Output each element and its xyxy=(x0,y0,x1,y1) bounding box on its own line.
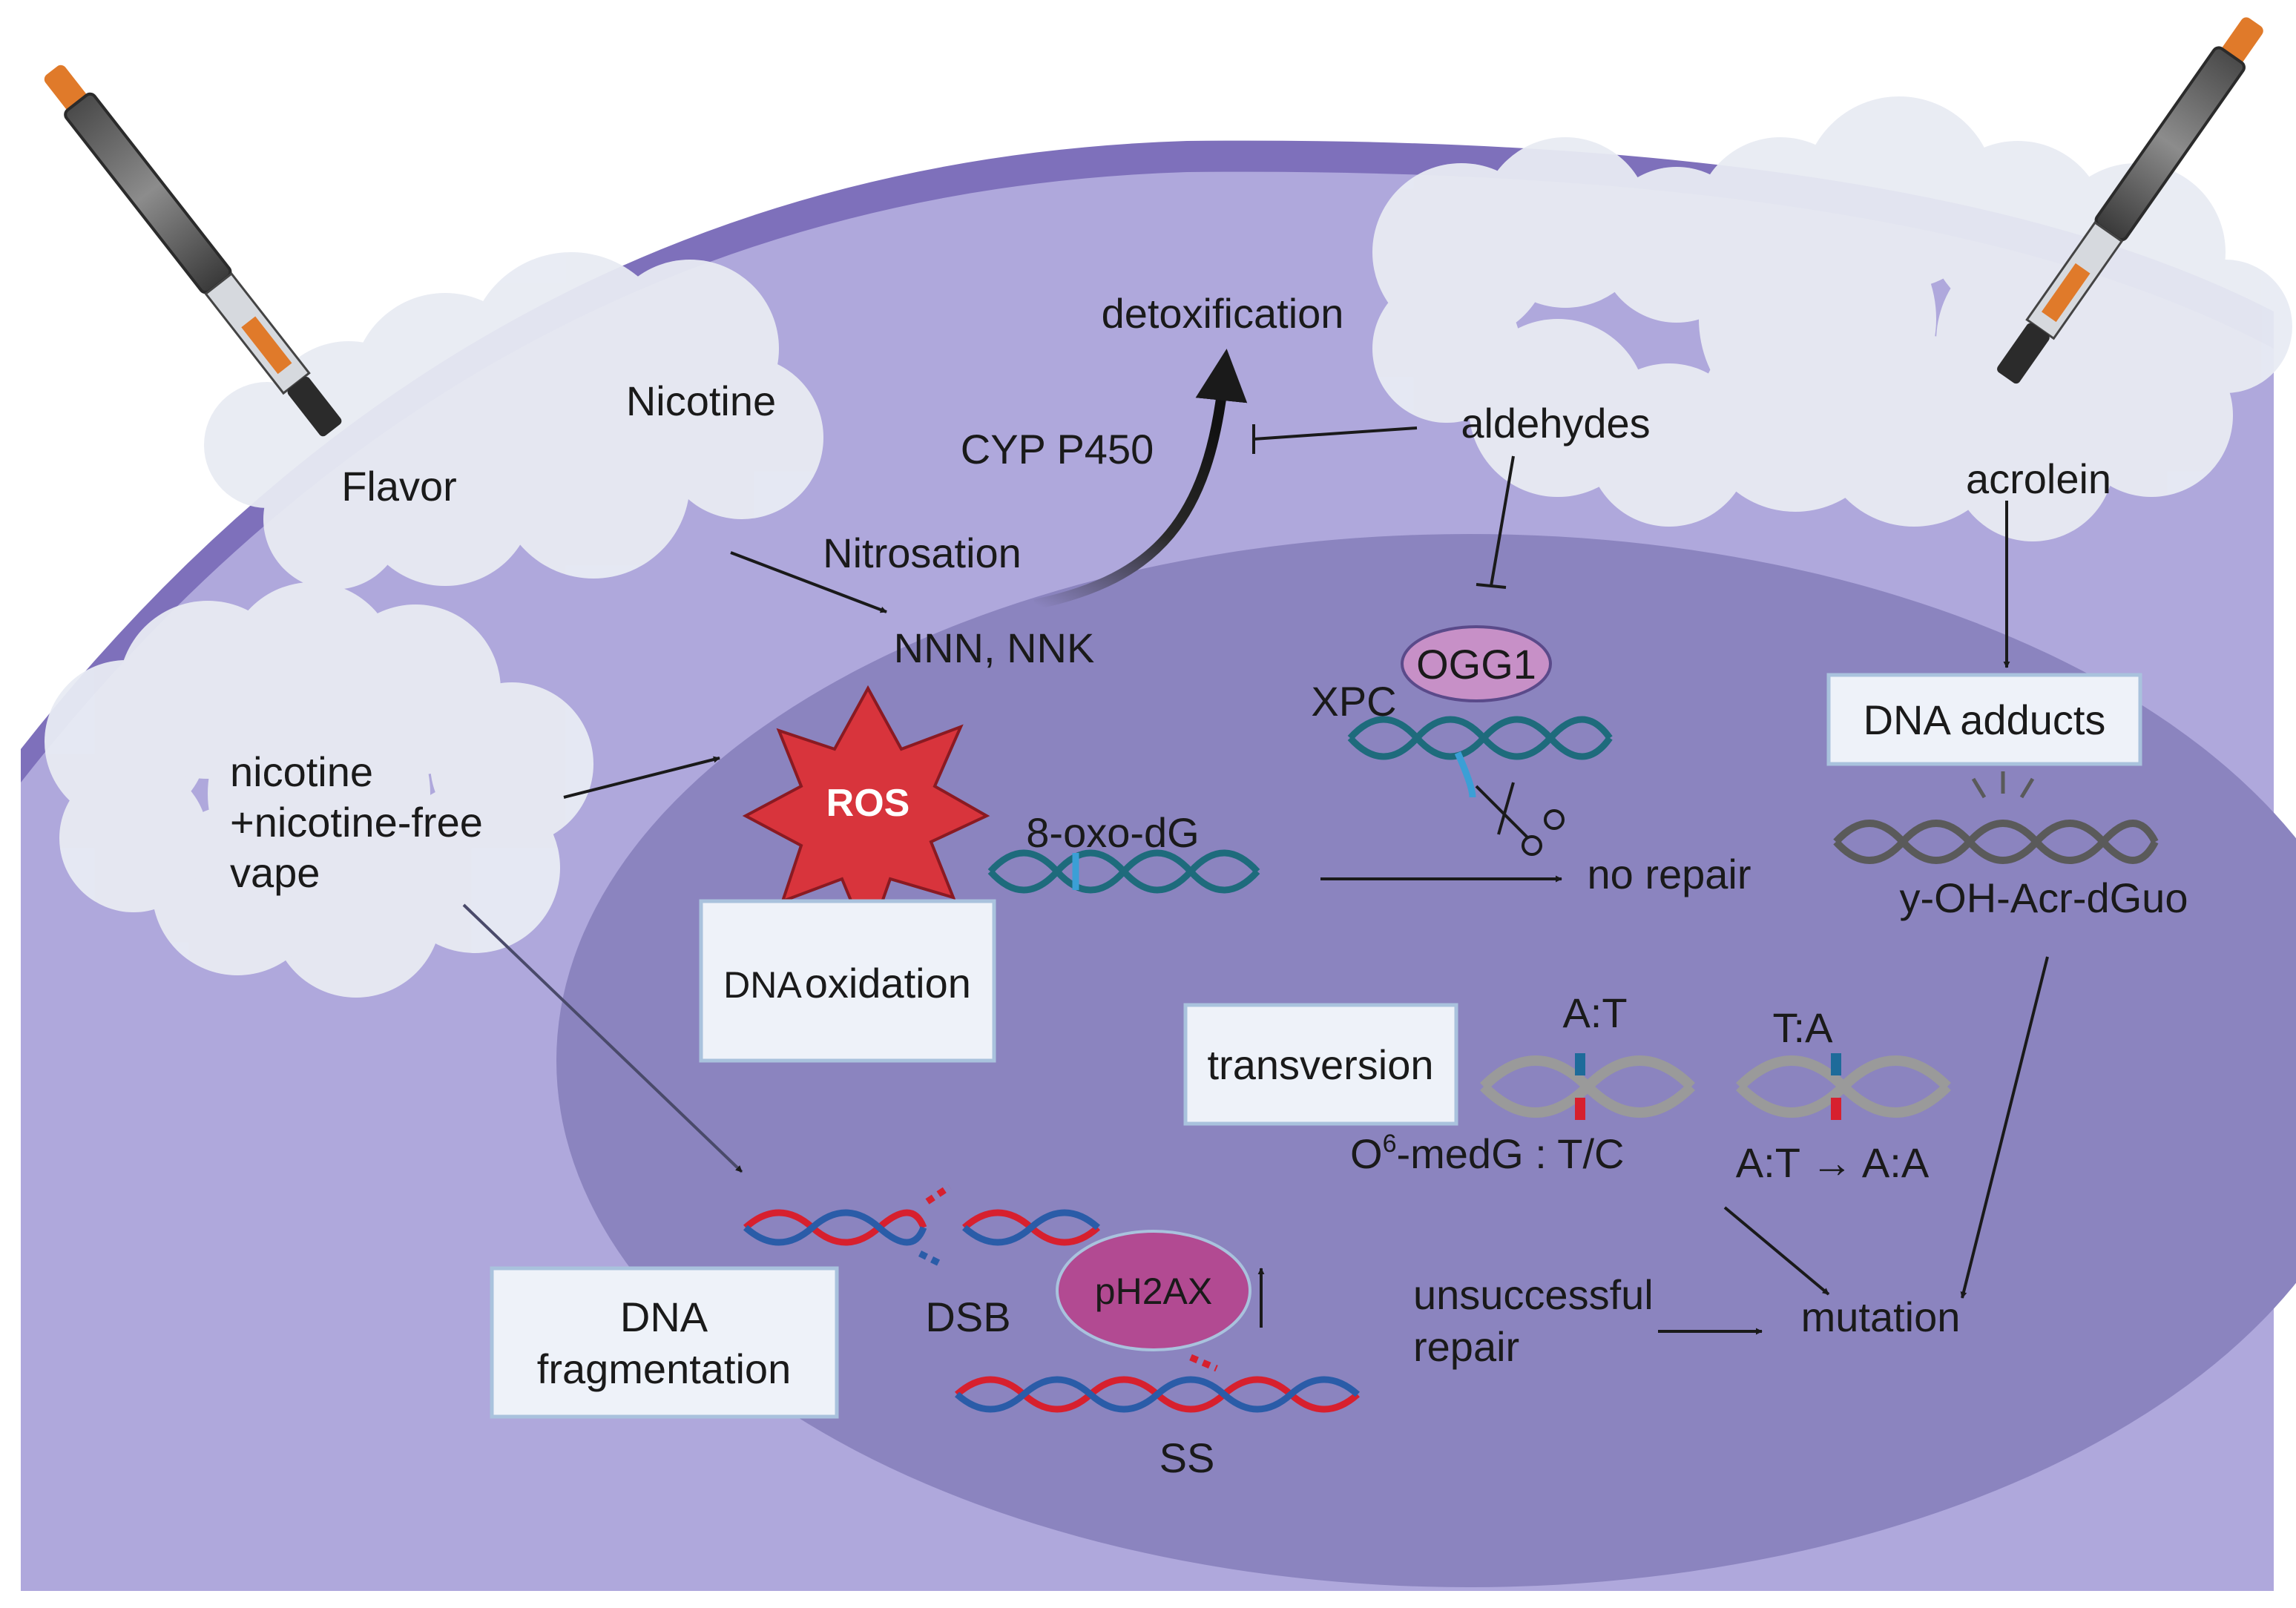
arrow-vape-fragmentation xyxy=(462,903,743,1173)
dna-adducts-box xyxy=(1826,673,2142,766)
label-o6-sup: 6 xyxy=(1383,1130,1397,1158)
label-vape-line1: nicotine xyxy=(230,748,373,795)
label-dna-oxidation-word: oxidation xyxy=(805,960,971,1006)
label-dna-fragmentation-2: fragmentation xyxy=(537,1345,791,1392)
label-detoxification: detoxification xyxy=(1102,290,1344,337)
label-ogg1: OGG1 xyxy=(1416,641,1536,688)
dna-helix-dsb xyxy=(743,1184,1100,1268)
arrow-detoxification xyxy=(1033,349,1248,610)
arrow-nitrosation xyxy=(730,551,887,613)
dna-helix-transversion-2 xyxy=(1736,1053,1951,1120)
dna-fragmentation-box xyxy=(490,1266,839,1419)
label-nnn-nnk: NNN, NNK xyxy=(894,625,1095,671)
label-o6-medg: O6-medG : T/C xyxy=(1350,1130,1625,1177)
ogg1-badge xyxy=(1401,625,1552,702)
label-ph2ax: pH2AX xyxy=(1095,1271,1212,1312)
inhibit-aldehydes-ogg1 xyxy=(1490,455,1515,587)
arrow-adducts-mutation xyxy=(1960,956,2049,1299)
dna-helix-oxo xyxy=(987,849,1260,894)
label-acrolein: acrolein xyxy=(1966,455,2111,502)
label-nitrosation: Nitrosation xyxy=(823,530,1022,576)
arrow-vape-ros xyxy=(563,756,720,799)
label-unsuccessful-2: repair xyxy=(1413,1323,1519,1370)
label-xpc: XPC xyxy=(1311,678,1396,725)
label-nicotine: Nicotine xyxy=(626,378,776,424)
inhibit-aldehydes-cyp xyxy=(1253,426,1418,441)
label-ta-top: T:A xyxy=(1773,1004,1834,1051)
label-oxo-dg: 8-oxo-dG xyxy=(1026,809,1199,856)
label-flavor: Flavor xyxy=(341,463,457,510)
dna-oxidation-box xyxy=(699,899,996,1063)
vape-pen-icon xyxy=(1997,17,2263,384)
vapor-cloud-icon xyxy=(45,96,2292,998)
label-dna-oxidation: DNA oxidation xyxy=(723,960,971,1006)
label-o6-prefix: O xyxy=(1350,1130,1383,1177)
dna-helix-icon xyxy=(743,716,2159,1413)
label-no-repair: no repair xyxy=(1587,851,1751,897)
label-vape-line3: vape xyxy=(230,849,320,896)
label-transversion: transversion xyxy=(1207,1041,1433,1088)
ros-starburst-icon: ROS xyxy=(742,685,990,946)
label-at-top: A:T xyxy=(1562,989,1627,1036)
ros-label: ROS xyxy=(826,782,910,825)
ph2ax-badge xyxy=(1056,1230,1251,1351)
label-vape-line2: +nicotine-free xyxy=(230,799,483,846)
dna-helix-adduct xyxy=(1833,771,2159,864)
label-at-to-aa: A:T → A:A xyxy=(1736,1139,1930,1186)
vape-pen-icon xyxy=(44,65,342,437)
label-unsuccessful-1: unsuccessful xyxy=(1413,1271,1654,1318)
label-dna-oxidation-prefix: DNA xyxy=(723,964,802,1006)
dna-helix-ss xyxy=(955,1354,1360,1413)
arrow-transversion-mutation xyxy=(1723,1206,1830,1296)
transversion-box xyxy=(1183,1003,1458,1126)
label-aldehydes: aldehydes xyxy=(1461,400,1650,447)
scissors-icon xyxy=(1475,782,1565,856)
label-acr-dguo: y-OH-Acr-dGuo xyxy=(1900,874,2188,921)
label-dna-fragmentation-1: DNA xyxy=(620,1294,708,1340)
label-dna-adducts: DNA adducts xyxy=(1864,696,2106,743)
label-mutation: mutation xyxy=(1801,1294,1961,1340)
label-cyp-p450: CYP P450 xyxy=(961,426,1154,472)
dna-helix-transversion-1 xyxy=(1480,1053,1695,1120)
pathway-arrows xyxy=(462,349,2049,1335)
label-dsb: DSB xyxy=(925,1294,1010,1340)
label-o6-rest: -medG : T/C xyxy=(1396,1130,1624,1177)
dna-helix-ogg1 xyxy=(1347,716,1613,798)
label-ss: SS xyxy=(1159,1434,1215,1481)
